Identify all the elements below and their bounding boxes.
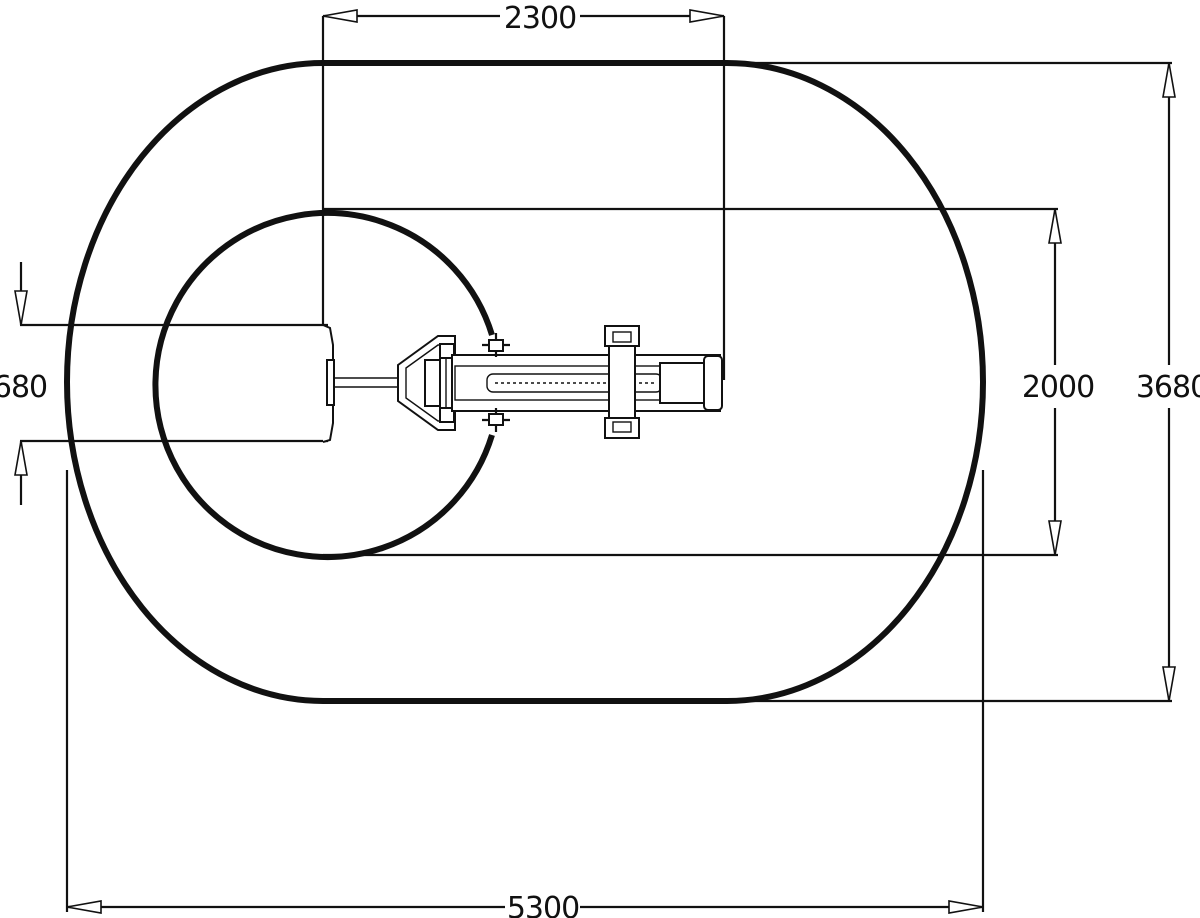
dimension-top-width: 2300: [321, 1, 726, 380]
dimension-overall-width: 5300: [65, 470, 985, 918]
foot-peg-top: [482, 333, 510, 357]
foot-peg-bottom: [482, 408, 510, 432]
dimension-inner-circle: 2000: [323, 207, 1095, 557]
equipment-assembly: [322, 324, 723, 443]
post-width-label: 680: [0, 370, 47, 405]
overall-width-label: 5300: [507, 891, 579, 918]
dimension-overall-height: 3680: [727, 61, 1200, 703]
dimension-post-width: 680: [0, 262, 328, 505]
overall-height-label: 3680: [1136, 370, 1200, 405]
inner-circle-label: 2000: [1022, 370, 1094, 405]
top-width-label: 2300: [504, 1, 576, 36]
inner-circle-zone: [152, 210, 495, 560]
